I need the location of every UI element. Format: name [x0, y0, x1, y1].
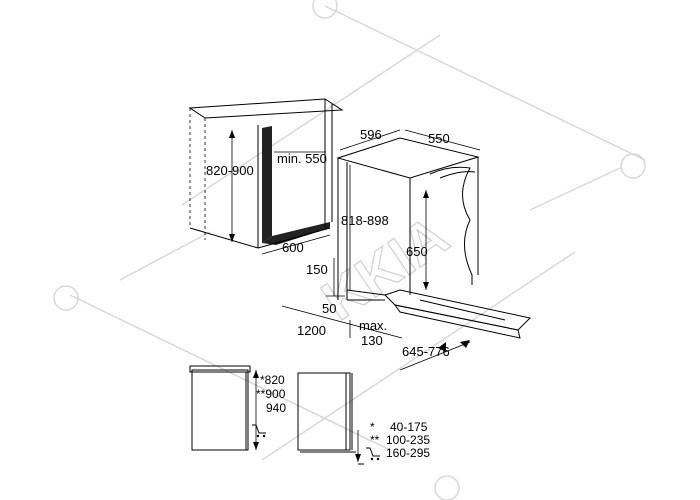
- label-min-depth: min. 550: [277, 151, 327, 166]
- label-max-value: 130: [361, 333, 383, 348]
- legend-left-row2: **900: [256, 387, 286, 401]
- legend-right-row1: 40-175: [390, 420, 428, 434]
- legend-marker1: *: [370, 420, 375, 434]
- label-appliance-width: 596: [360, 127, 382, 142]
- label-niche-height: 820-900: [206, 163, 254, 178]
- label-appliance-depth: 550: [428, 131, 450, 146]
- legend-left-row3: 940: [266, 401, 286, 415]
- legend-marker2: **: [370, 433, 380, 447]
- label-niche-depth: 600: [282, 240, 304, 255]
- label-door-height: 650: [406, 244, 428, 259]
- legend-right-row3: 160-295: [386, 446, 430, 460]
- label-plinth-offset: 50: [322, 301, 336, 316]
- label-door-open: 645-776: [402, 344, 450, 359]
- label-total-clearance: 1200: [297, 323, 326, 338]
- label-appliance-height: 818-898: [341, 213, 389, 228]
- side-view-left: [189, 365, 266, 451]
- side-view-right: [297, 372, 380, 465]
- niche-drawing: [188, 98, 344, 255]
- label-max: max.: [359, 318, 387, 333]
- dishwasher-drawing: [281, 129, 532, 371]
- legend-left-row1: *820: [260, 373, 285, 387]
- wall-hatch: [262, 126, 272, 243]
- label-plinth-height: 150: [306, 262, 328, 277]
- legend-right-row2: 100-235: [386, 433, 430, 447]
